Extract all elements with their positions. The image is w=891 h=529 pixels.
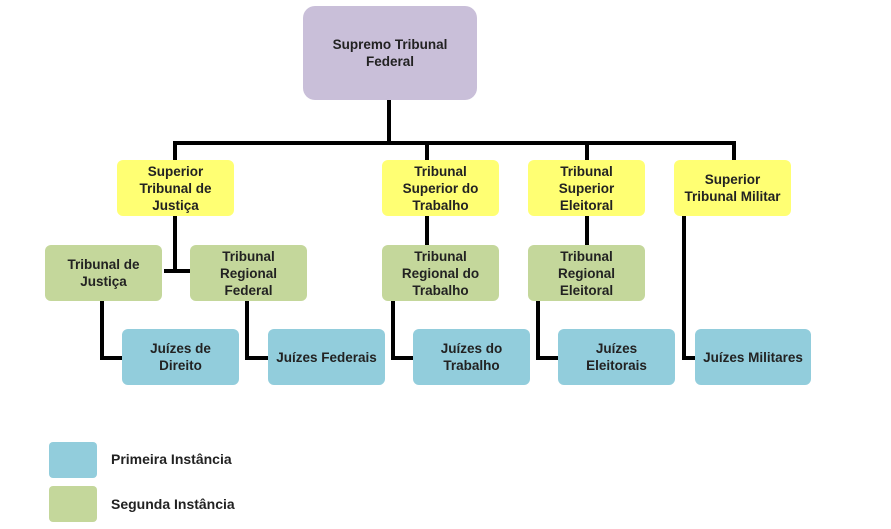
node-juizes-trabalho: Juízes do Trabalho <box>413 329 530 385</box>
legend-label-primeira-instancia: Primeira Instância <box>111 451 232 467</box>
connector-trt-v <box>391 300 395 360</box>
node-tribunal-justica: Tribunal de Justiça <box>45 245 162 301</box>
node-supremo-tribunal-federal: Supremo Tribunal Federal <box>303 6 477 100</box>
connector-tst-trt <box>425 215 429 246</box>
node-juizes-direito: Juízes de Direito <box>122 329 239 385</box>
connector-tj-v <box>100 300 104 360</box>
node-juizes-federais: Juízes Federais <box>268 329 385 385</box>
connector-stm-h <box>682 356 696 360</box>
node-juizes-eleitorais: Juízes Eleitorais <box>558 329 675 385</box>
connector-trf-v <box>245 300 249 360</box>
connector-bus-stm <box>732 141 736 161</box>
connector-trt-h <box>391 356 415 360</box>
node-juizes-militares: Juízes Militares <box>695 329 811 385</box>
connector-tse-tre <box>585 215 589 246</box>
connector-stj-down <box>173 215 177 273</box>
legend-label-segunda-instancia: Segunda Instância <box>111 496 235 512</box>
node-tribunal-regional-federal: Tribunal Regional Federal <box>190 245 307 301</box>
node-tribunal-superior-eleitoral: Tribunal Superior Eleitoral <box>528 160 645 216</box>
connector-stj-tick <box>164 269 190 273</box>
connector-bus-tse <box>585 141 589 161</box>
legend-swatch-primeira-instancia <box>49 442 97 478</box>
connector-top-bus <box>173 141 736 145</box>
connector-stf-down <box>387 99 391 144</box>
connector-stm-v <box>682 215 686 360</box>
connector-tre-v <box>536 300 540 360</box>
connector-trf-h <box>245 356 269 360</box>
connector-tre-h <box>536 356 560 360</box>
node-tribunal-regional-eleitoral: Tribunal Regional Eleitoral <box>528 245 645 301</box>
node-tribunal-regional-trabalho: Tribunal Regional do Trabalho <box>382 245 499 301</box>
node-superior-tribunal-militar: Superior Tribunal Militar <box>674 160 791 216</box>
node-tribunal-superior-trabalho: Tribunal Superior do Trabalho <box>382 160 499 216</box>
connector-bus-stj <box>173 141 177 161</box>
legend-swatch-segunda-instancia <box>49 486 97 522</box>
node-superior-tribunal-justica: Superior Tribunal de Justiça <box>117 160 234 216</box>
connector-bus-tst <box>425 141 429 161</box>
connector-tj-h <box>100 356 124 360</box>
